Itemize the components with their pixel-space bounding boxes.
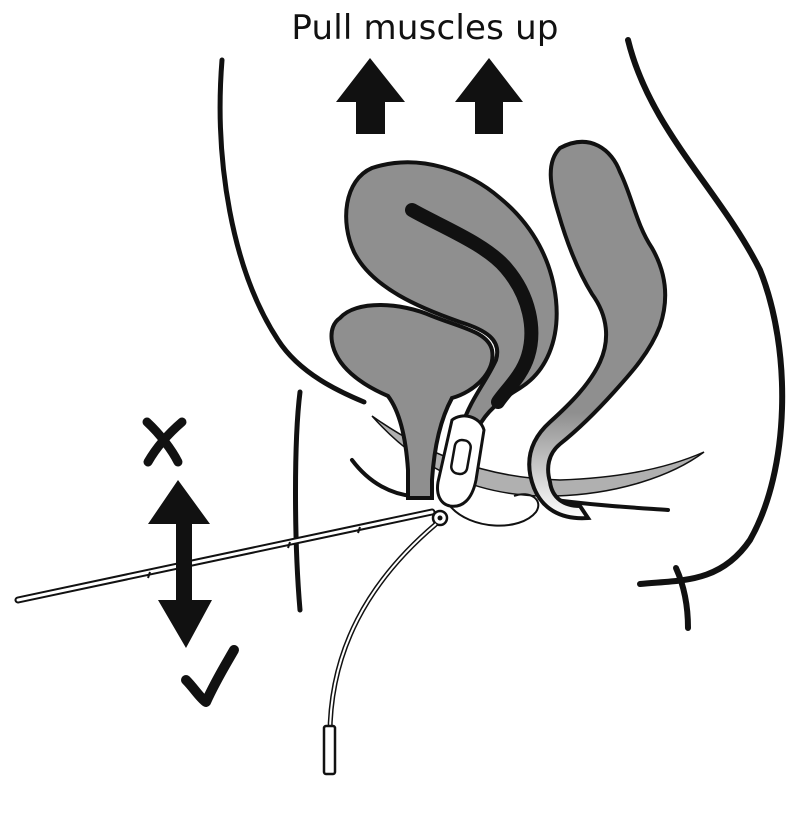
arrow-up-icon	[455, 58, 523, 134]
inner-thigh-outline	[350, 458, 414, 498]
arrow-up-icon	[336, 58, 405, 134]
vaginal-probe	[436, 414, 486, 508]
check-icon	[181, 645, 239, 707]
insertion-rod	[14, 508, 436, 604]
body-outline-front	[217, 57, 367, 405]
uterine-cavity	[405, 203, 539, 409]
probe-cable-loop	[449, 493, 540, 527]
perineum-line	[553, 498, 670, 512]
diagram-caption: Pull muscles up	[291, 8, 559, 48]
double-arrow-icon	[148, 480, 212, 648]
rectum	[527, 139, 668, 521]
body-outline-back	[625, 37, 786, 587]
buttock-fold	[673, 565, 691, 631]
probe-connector	[431, 509, 449, 527]
cable	[322, 522, 438, 776]
thigh-outline	[293, 389, 303, 613]
bladder	[329, 303, 495, 500]
cross-icon	[142, 417, 187, 467]
